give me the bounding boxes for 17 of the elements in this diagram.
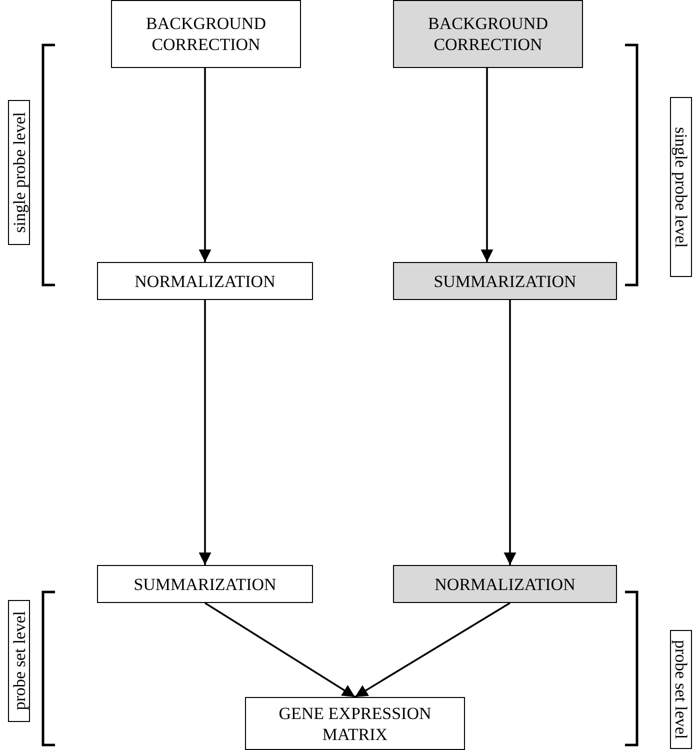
process-box: SUMMARIZATION bbox=[393, 262, 617, 300]
level-label: single probe level bbox=[670, 97, 692, 277]
process-box: SUMMARIZATION bbox=[97, 565, 313, 603]
process-box: BACKGROUND CORRECTION bbox=[111, 0, 301, 68]
arrow bbox=[198, 300, 212, 565]
level-label: probe set level bbox=[670, 630, 692, 749]
process-box: GENE EXPRESSION MATRIX bbox=[245, 697, 465, 750]
level-label: probe set level bbox=[8, 600, 30, 722]
process-box: BACKGROUND CORRECTION bbox=[393, 0, 583, 68]
arrow bbox=[480, 68, 494, 262]
level-label: single probe level bbox=[8, 100, 30, 245]
process-box: NORMALIZATION bbox=[97, 262, 313, 300]
arrow bbox=[354, 602, 510, 698]
arrow bbox=[504, 300, 516, 565]
arrow bbox=[204, 602, 356, 698]
process-box: NORMALIZATION bbox=[393, 565, 617, 603]
arrow bbox=[198, 68, 212, 262]
